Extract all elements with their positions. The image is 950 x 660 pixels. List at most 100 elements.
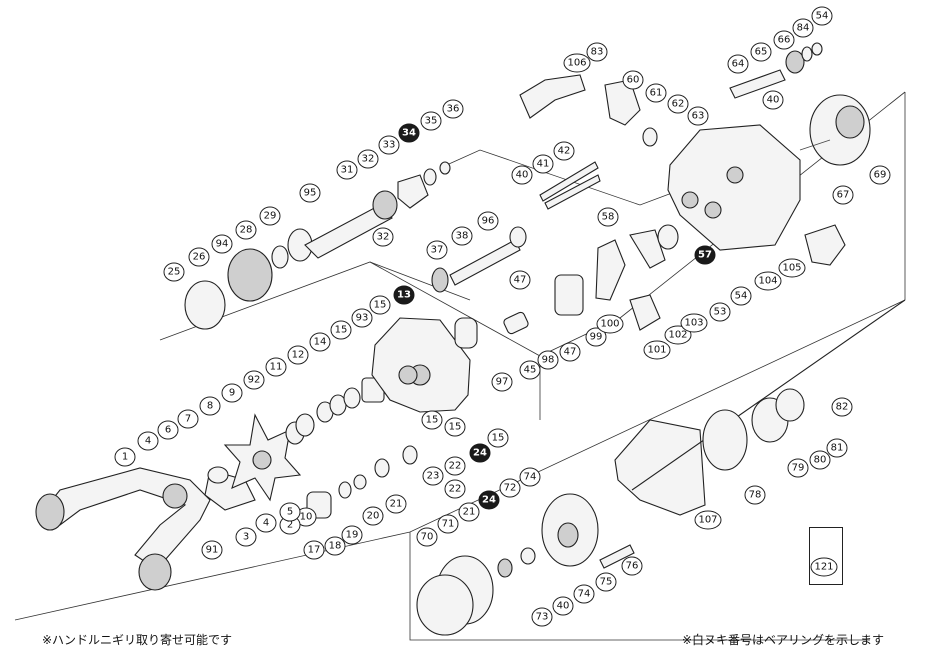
part-callout-97: 97 <box>491 372 513 392</box>
part-number: 76 <box>626 561 639 572</box>
part-number: 105 <box>782 263 801 274</box>
part-callout-80: 80 <box>809 450 831 470</box>
clutch-cover-assembly <box>416 299 906 636</box>
part-number: 61 <box>650 88 663 99</box>
part-callout-15: 15 <box>421 410 443 430</box>
part-callout-107: 107 <box>694 510 722 530</box>
part-number: 94 <box>216 239 229 250</box>
part-number: 29 <box>264 211 277 222</box>
guide-rods <box>539 161 601 210</box>
part-number: 35 <box>425 116 438 127</box>
part-number: 40 <box>557 601 570 612</box>
part-callout-74: 74 <box>573 584 595 604</box>
part-number: 74 <box>578 589 591 600</box>
part-number: 92 <box>248 375 261 386</box>
part-callout-71: 71 <box>437 514 459 534</box>
part-number: 36 <box>447 104 460 115</box>
part-number: 8 <box>207 401 213 412</box>
part-callout-91: 91 <box>201 540 223 560</box>
part-number: 71 <box>442 519 455 530</box>
part-number: 17 <box>308 545 321 556</box>
part-number: 79 <box>792 463 805 474</box>
part-number: 107 <box>698 515 717 526</box>
part-callout-75: 75 <box>595 572 617 592</box>
note-handle-grip: ※ハンドルニギリ取り寄せ可能です <box>42 633 233 647</box>
part-number: 69 <box>874 170 887 181</box>
part-number: 25 <box>168 267 181 278</box>
part-callout-5: 5 <box>279 502 301 522</box>
part-callout-32: 32 <box>357 149 379 169</box>
part-number: 14 <box>314 337 327 348</box>
part-number: 83 <box>591 47 604 58</box>
main-gear-group <box>184 161 451 330</box>
part-number: 40 <box>767 95 780 106</box>
part-callout-53: 53 <box>709 302 731 322</box>
part-callout-28: 28 <box>235 220 257 240</box>
part-callout-58: 58 <box>597 207 619 227</box>
part-callout-37: 37 <box>426 240 448 260</box>
part-callout-31: 31 <box>336 160 358 180</box>
part-callout-1: 1 <box>114 447 136 467</box>
part-callout-15: 15 <box>330 320 352 340</box>
part-number: 70 <box>421 532 434 543</box>
part-callout-24: 24 <box>469 443 491 463</box>
part-callout-72: 72 <box>499 478 521 498</box>
part-callout-36: 36 <box>442 99 464 119</box>
part-number: 22 <box>449 484 462 495</box>
level-wind-gear <box>431 226 527 293</box>
part-number: 47 <box>564 347 577 358</box>
part-number: 21 <box>390 499 403 510</box>
part-number: 26 <box>193 252 206 263</box>
part-callout-25: 25 <box>163 262 185 282</box>
part-callout-105: 105 <box>778 258 806 278</box>
part-number: 24 <box>482 495 496 506</box>
part-number: 93 <box>356 313 369 324</box>
part-number: 41 <box>537 159 550 170</box>
part-callout-76: 76 <box>621 556 643 576</box>
part-number: 20 <box>367 511 380 522</box>
part-number: 62 <box>672 99 685 110</box>
part-number: 10 <box>300 512 313 523</box>
part-number: 98 <box>542 355 555 366</box>
part-callout-66: 66 <box>773 30 795 50</box>
part-callout-63: 63 <box>687 106 709 126</box>
part-number: 13 <box>397 290 411 301</box>
part-callout-24: 24 <box>478 490 500 510</box>
part-number: 18 <box>329 541 342 552</box>
part-callout-70: 70 <box>416 527 438 547</box>
level-wind-parts <box>503 224 679 335</box>
part-number: 9 <box>229 388 235 399</box>
part-number: 2 <box>287 520 293 531</box>
part-callout-40: 40 <box>552 596 574 616</box>
part-number: 91 <box>206 545 219 556</box>
part-callout-4: 4 <box>255 513 277 533</box>
part-callout-94: 94 <box>211 234 233 254</box>
part-callout-81: 81 <box>826 438 848 458</box>
part-callout-18: 18 <box>324 536 346 556</box>
part-callout-15: 15 <box>444 417 466 437</box>
part-callout-65: 65 <box>750 42 772 62</box>
separate-part-box <box>809 527 843 585</box>
part-number: 38 <box>456 231 469 242</box>
part-callout-69: 69 <box>869 165 891 185</box>
part-callout-42: 42 <box>553 141 575 161</box>
part-number: 15 <box>374 300 387 311</box>
part-number: 23 <box>427 471 440 482</box>
part-callout-57: 57 <box>694 245 716 265</box>
part-callout-3: 3 <box>235 527 257 547</box>
part-number: 82 <box>836 402 849 413</box>
handle-knob-upper <box>35 493 65 531</box>
part-callout-21: 21 <box>385 494 407 514</box>
part-callout-47: 47 <box>559 342 581 362</box>
part-callout-104: 104 <box>754 271 782 291</box>
part-callout-95: 95 <box>299 183 321 203</box>
part-callout-6: 6 <box>157 420 179 440</box>
part-callout-34: 34 <box>398 123 420 143</box>
part-callout-99: 99 <box>585 327 607 347</box>
part-callout-40: 40 <box>762 90 784 110</box>
part-number: 15 <box>426 415 439 426</box>
part-number: 47 <box>514 275 527 286</box>
part-callout-103: 103 <box>680 313 708 333</box>
pinion-shaft <box>304 204 393 259</box>
part-number: 103 <box>684 318 703 329</box>
